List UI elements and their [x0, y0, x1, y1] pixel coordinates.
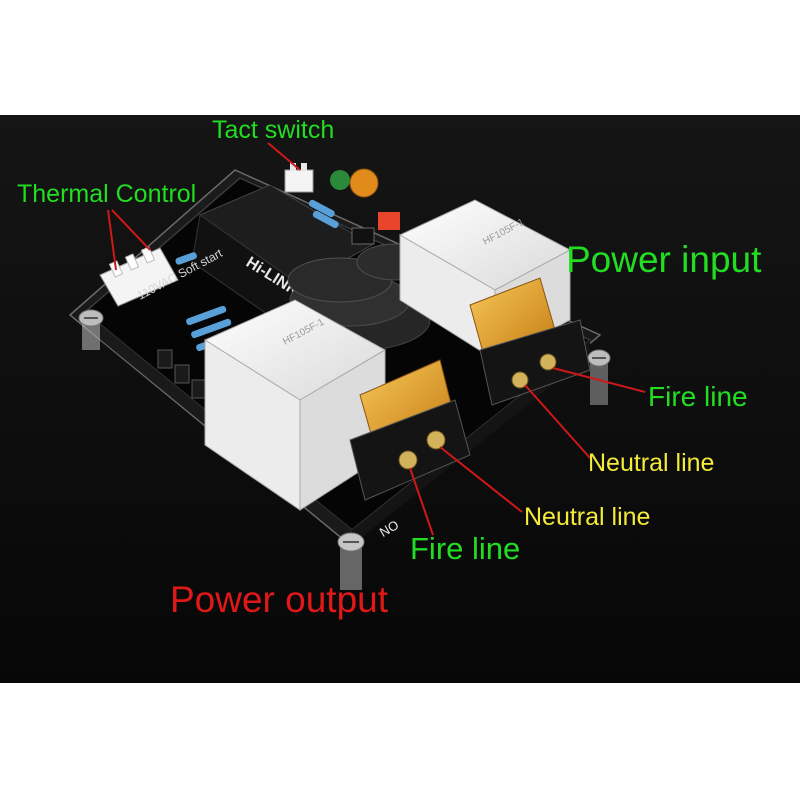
label-tact-switch: Tact switch	[212, 116, 335, 144]
standoff-screw-right	[587, 349, 611, 405]
label-neutral-line-center: Neutral line	[524, 503, 651, 531]
red-capacitor	[378, 212, 400, 230]
board-illustration: Hi-LINK	[0, 115, 800, 683]
standoff-screw-left	[78, 309, 104, 350]
green-capacitor	[330, 170, 350, 190]
label-fire-line-right: Fire line	[648, 381, 748, 412]
label-power-output: Power output	[170, 579, 389, 620]
transistor-row	[157, 349, 207, 399]
product-photo: Hi-LINK	[0, 115, 800, 683]
standoff-screw-bottom	[337, 532, 365, 590]
terminal-block-output	[349, 399, 471, 501]
relay-left: HF105F-1	[203, 299, 387, 511]
label-thermal-control: Thermal Control	[17, 180, 197, 208]
ic-chip	[351, 227, 375, 245]
label-fire-line-bottom: Fire line	[410, 531, 521, 566]
resistor-row-top	[308, 199, 339, 229]
label-neutral-line-right: Neutral line	[588, 449, 715, 477]
electrolytic-capacitor	[349, 168, 379, 198]
thermal-control-connector	[99, 246, 179, 307]
terminal-block-input	[479, 319, 591, 406]
label-power-input: Power input	[566, 239, 762, 280]
pointer-lines	[107, 142, 646, 536]
